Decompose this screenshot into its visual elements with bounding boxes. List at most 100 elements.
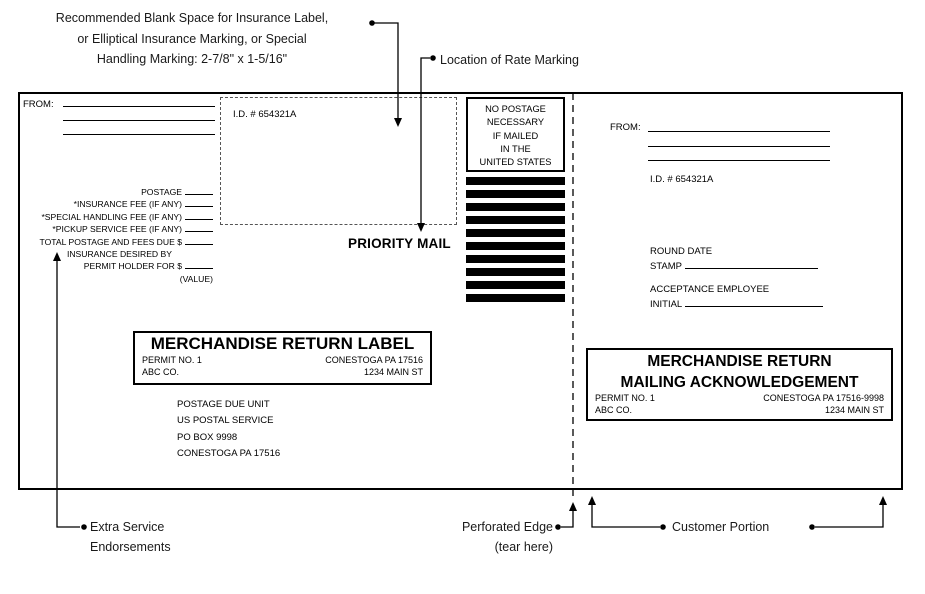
label-outline-box (18, 92, 903, 490)
no-postage-line: NO POSTAGE (485, 104, 546, 114)
permit-number: PERMIT NO. 1 (142, 355, 202, 365)
arrowhead-up-icon (569, 502, 577, 511)
ack-permit-right: CONESTOGA PA 17516-9998 1234 MAIN ST (763, 393, 884, 416)
fee-blank-line (185, 211, 213, 220)
no-postage-line: UNITED STATES (479, 157, 552, 168)
fim-stripe (466, 255, 565, 263)
fee-blank-line (185, 198, 213, 208)
arrowhead-up-icon (588, 496, 596, 505)
fee-label: *PICKUP SERVICE FEE (IF ANY) (52, 224, 182, 235)
fee-blank-line (185, 223, 213, 233)
annotation-perforated-edge-line2: (tear here) (494, 540, 553, 554)
fee-row-postage: POSTAGE (40, 186, 213, 198)
fee-row-insurance: *INSURANCE FEE (IF ANY) (40, 198, 213, 210)
ack-permit-left: PERMIT NO. 1 ABC CO. (595, 393, 655, 416)
mailing-acknowledgement-box: MERCHANDISE RETURN MAILING ACKNOWLEDGEME… (586, 348, 893, 421)
permit-city: CONESTOGA PA 17516-9998 (763, 393, 884, 403)
annotation-extra-service-line1: Extra Service (90, 520, 165, 534)
callout-line-perforated-edge (561, 509, 574, 528)
annotation-customer-portion: Customer Portion (672, 520, 770, 534)
no-postage-line: IN THE (500, 143, 531, 154)
ack-permit-info: PERMIT NO. 1 ABC CO. CONESTOGA PA 17516-… (588, 392, 891, 416)
permit-info: PERMIT NO. 1 ABC CO. CONESTOGA PA 17516 … (135, 354, 430, 378)
annotation-rate-marking: Location of Rate Marking (440, 53, 579, 67)
fim-stripe (466, 177, 565, 185)
from-label-right: FROM: (610, 122, 641, 133)
fee-label: *SPECIAL HANDLING FEE (IF ANY) (41, 211, 182, 222)
annotation-blank-space-line3: Handling Marking: 2-7/8" x 1-5/16" (96, 52, 288, 66)
callout-bullet (81, 524, 87, 530)
fim-stripe (466, 281, 565, 289)
fee-label: *INSURANCE FEE (IF ANY) (73, 199, 182, 210)
callout-bullet (660, 524, 666, 530)
round-date-label: ROUND DATE (650, 246, 713, 257)
address-line: POSTAGE DUE UNIT (177, 399, 270, 410)
permit-street: 1234 MAIN ST (824, 404, 884, 415)
fee-label: (VALUE) (179, 273, 213, 284)
fim-stripes (466, 177, 565, 307)
permit-info-left: PERMIT NO. 1 ABC CO. (142, 355, 202, 378)
fee-blank-line (185, 186, 213, 195)
permit-info-right: CONESTOGA PA 17516 1234 MAIN ST (325, 355, 423, 378)
fees-list: POSTAGE *INSURANCE FEE (IF ANY) *SPECIAL… (40, 186, 213, 285)
merchandise-return-label-box: MERCHANDISE RETURN LABEL PERMIT NO. 1 AB… (133, 331, 432, 385)
fim-stripe (466, 242, 565, 250)
permit-number: PERMIT NO. 1 (595, 393, 655, 403)
company-name: ABC CO. (595, 404, 633, 415)
from-line-3 (63, 126, 215, 135)
stamp-blank-line (684, 259, 818, 269)
fee-label: PERMIT HOLDER FOR $ (83, 261, 182, 272)
callout-bullet (809, 524, 815, 530)
round-date-stamp-field: ROUND DATE STAMP (650, 245, 818, 274)
annotation-blank-space: Recommended Blank Space for Insurance La… (14, 8, 370, 70)
fee-row-value: (VALUE) (40, 273, 213, 285)
fee-row-permit-holder: PERMIT HOLDER FOR $ (40, 260, 213, 272)
id-number-left: I.D. # 654321A (233, 109, 297, 120)
address-line: PO BOX 9998 (177, 431, 238, 443)
address-line: CONESTOGA PA 17516 (177, 447, 281, 459)
fee-blank-line (185, 236, 213, 245)
no-postage-line: IF MAILED (492, 130, 539, 141)
fee-row-insurance-desired: INSURANCE DESIRED BY (40, 248, 213, 260)
fim-stripe (466, 229, 565, 237)
annotation-perforated-edge: Perforated Edge (tear here) (420, 517, 553, 557)
fim-stripe (466, 268, 565, 276)
permit-city: CONESTOGA PA 17516 (325, 355, 423, 365)
from-label-left: FROM: (23, 99, 54, 110)
stamp-label-row: STAMP (650, 259, 818, 274)
ack-title-line2: MAILING ACKNOWLEDGEMENT (620, 374, 859, 391)
from-line-2 (63, 112, 215, 121)
callout-bullet (430, 55, 436, 61)
priority-mail-marking: PRIORITY MAIL (348, 236, 451, 251)
fim-stripe (466, 294, 565, 302)
annotation-blank-space-line2: or Elliptical Insurance Marking, or Spec… (77, 31, 307, 46)
postage-due-address: POSTAGE DUE UNIT US POSTAL SERVICE PO BO… (177, 397, 280, 462)
callout-bullet (369, 20, 375, 26)
from-line-right-3 (648, 152, 830, 161)
annotation-extra-service: Extra Service Endorsements (90, 517, 171, 557)
no-postage-line: NECESSARY (486, 117, 545, 128)
fee-label: INSURANCE DESIRED BY (66, 249, 172, 260)
from-line-right-2 (648, 138, 830, 147)
fee-blank-line (185, 260, 213, 270)
id-number-right: I.D. # 654321A (650, 174, 714, 185)
initial-label: INITIAL (650, 299, 682, 310)
acceptance-label: ACCEPTANCE EMPLOYEE (650, 284, 770, 295)
acceptance-initial-field: ACCEPTANCE EMPLOYEE INITIAL (650, 283, 823, 312)
fee-row-pickup: *PICKUP SERVICE FEE (IF ANY) (40, 223, 213, 235)
initial-blank-line (684, 297, 823, 307)
insurance-blank-space-box: I.D. # 654321A (220, 97, 457, 225)
annotation-extra-service-line2: Endorsements (90, 540, 171, 554)
merchandise-return-label-title: MERCHANDISE RETURN LABEL (150, 334, 415, 353)
fee-label: POSTAGE (141, 187, 182, 197)
arrowhead-up-icon (879, 496, 887, 505)
fee-label: TOTAL POSTAGE AND FEES DUE $ (39, 236, 182, 247)
company-name: ABC CO. (142, 366, 180, 377)
callout-bullet (555, 524, 561, 530)
fim-stripe (466, 190, 565, 198)
from-line-right-1 (648, 123, 830, 132)
permit-street: 1234 MAIN ST (363, 366, 423, 377)
fee-row-special-handling: *SPECIAL HANDLING FEE (IF ANY) (40, 211, 213, 223)
from-line-1 (63, 98, 215, 107)
